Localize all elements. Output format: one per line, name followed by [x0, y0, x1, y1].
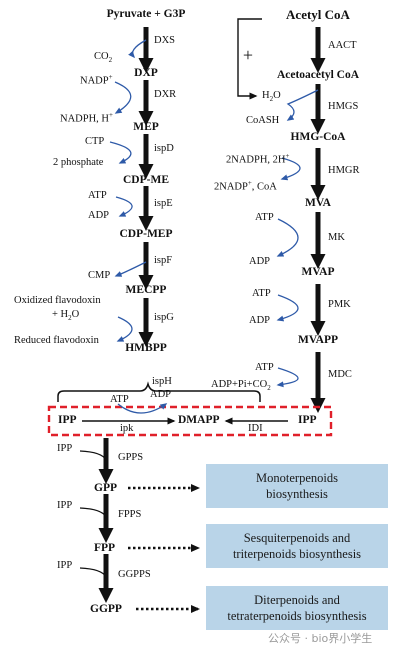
mep-cofactor-curves	[109, 39, 147, 342]
enzyme-dxr: DXR	[154, 89, 177, 100]
curve-ispg	[116, 316, 133, 342]
node-acetoacetyl-coa: Acetoacetyl CoA	[276, 69, 360, 81]
enzyme-mk: MK	[328, 232, 345, 243]
cofactor-nadph: NADPH, H+	[60, 111, 113, 125]
curve-dxs	[128, 39, 147, 59]
curve-mk	[276, 218, 299, 257]
cofactor-2-phosphate: 2 phosphate	[53, 157, 104, 168]
enzyme-ispe: ispE	[154, 198, 173, 209]
curve-gpps-ipp	[79, 450, 107, 461]
curve-pmk	[276, 294, 299, 322]
enzyme-aact: AACT	[328, 40, 357, 51]
curve-fpps-ipp	[79, 507, 107, 518]
cofactor-atp-pmk: ATP	[252, 288, 271, 299]
cofactor-adp-pmk: ADP	[249, 315, 271, 326]
node-mvap: MVAP	[301, 266, 335, 278]
mva-cofactor-curves	[276, 89, 319, 388]
cofactor-adp-mk: ADP	[249, 256, 271, 267]
node-mep: MEP	[133, 121, 159, 133]
curve-hmgr	[280, 157, 301, 181]
curve-ispf	[114, 261, 147, 277]
enzyme-idi: IDI	[248, 423, 263, 434]
curve-ispd	[109, 141, 132, 164]
cofactor-atp-mk: ATP	[255, 212, 274, 223]
cofactor-2nadph: 2NADPH, 2H+	[226, 152, 290, 166]
cofactor-coash: CoASH	[246, 115, 280, 126]
cofactor-reduced-flavodoxin: Reduced flavodoxin	[14, 335, 99, 346]
cofactor-adp-ispe: ADP	[88, 210, 110, 221]
product-fpp: FPP	[94, 542, 116, 554]
watermark-text: 公众号 · bio界小学生	[268, 632, 373, 645]
cofactor-co2: CO2	[94, 51, 113, 65]
dotted-arrows	[128, 484, 200, 613]
cofactor-2nadp-coa: 2NADP+, CoA	[214, 179, 277, 193]
curve-ggpps-ipp	[79, 567, 107, 578]
node-acetyl-coa: Acetyl CoA	[286, 7, 350, 22]
node-hmg-coa: HMG-CoA	[290, 131, 346, 143]
enzyme-hmgs: HMGS	[328, 101, 359, 112]
cofactor-atp-mdc: ATP	[255, 362, 274, 373]
substrate-ipp-ggpps: IPP	[57, 560, 73, 571]
cofactor-ctp: CTP	[85, 136, 105, 147]
enzyme-pmk: PMK	[328, 299, 351, 310]
enzyme-ipk: ipk	[120, 423, 134, 434]
enzyme-isph: ispH	[152, 376, 172, 387]
node-cdp-mep: CDP-MEP	[119, 228, 173, 240]
node-hmbpp: HMBPP	[125, 342, 167, 354]
enzyme-fpps: FPPS	[118, 509, 142, 520]
node-mva: MVA	[305, 197, 331, 209]
downstream-ipp-curves	[79, 450, 107, 578]
curve-ispe	[115, 196, 133, 217]
enzyme-ispg: ispG	[154, 312, 174, 323]
curve-ipk-atp	[117, 403, 168, 414]
junction-ipp-left: IPP	[58, 414, 77, 426]
cofactor-atp-ispe: ATP	[88, 190, 107, 201]
curve-mdc	[276, 367, 299, 388]
node-cdp-me: CDP-ME	[123, 174, 169, 186]
cofactor-cmp: CMP	[88, 270, 111, 281]
cofactor-adp-pi-co2: ADP+Pi+CO2	[211, 379, 271, 393]
substrate-ipp-gpps: IPP	[57, 443, 73, 454]
enzyme-gpps: GPPS	[118, 452, 144, 463]
curve-dxr	[114, 81, 132, 114]
junction-ipp-right: IPP	[298, 414, 317, 426]
enzyme-ggpps: GGPPS	[118, 569, 151, 580]
enzyme-ispf: ispF	[154, 255, 173, 266]
enzyme-hmgr: HMGR	[328, 165, 360, 176]
plus-sign: +	[242, 45, 254, 65]
node-mecpp: MECPP	[125, 284, 167, 296]
ipp-dmapp-dashed-box	[47, 405, 333, 437]
cofactor-oxidized-flavodoxin: Oxidized flavodoxin	[14, 295, 101, 306]
cofactor-h2o-hmgs: H2O	[262, 90, 281, 104]
junction-dmapp: DMAPP	[178, 414, 220, 426]
enzyme-dxs: DXS	[154, 35, 176, 46]
cofactor-nadp: NADP+	[80, 73, 113, 87]
cofactor-h2o-ispg: + H2O	[52, 309, 80, 323]
junction-adp: ADP	[150, 389, 172, 400]
curve-hmgs	[286, 89, 319, 121]
node-dxp: DXP	[134, 67, 158, 79]
enzyme-mdc: MDC	[328, 369, 352, 380]
node-mvapp: MVAPP	[297, 334, 339, 346]
product-ggpp: GGPP	[90, 603, 122, 615]
enzyme-ispd: ispD	[154, 143, 174, 154]
node-pyruvate-g3p: Pyruvate + G3P	[106, 8, 186, 20]
isph-brace	[57, 381, 261, 402]
junction-atp: ATP	[110, 394, 129, 405]
product-gpp: GPP	[94, 482, 117, 494]
substrate-ipp-fpps: IPP	[57, 500, 73, 511]
acetyl-coa-bracket	[237, 18, 262, 100]
